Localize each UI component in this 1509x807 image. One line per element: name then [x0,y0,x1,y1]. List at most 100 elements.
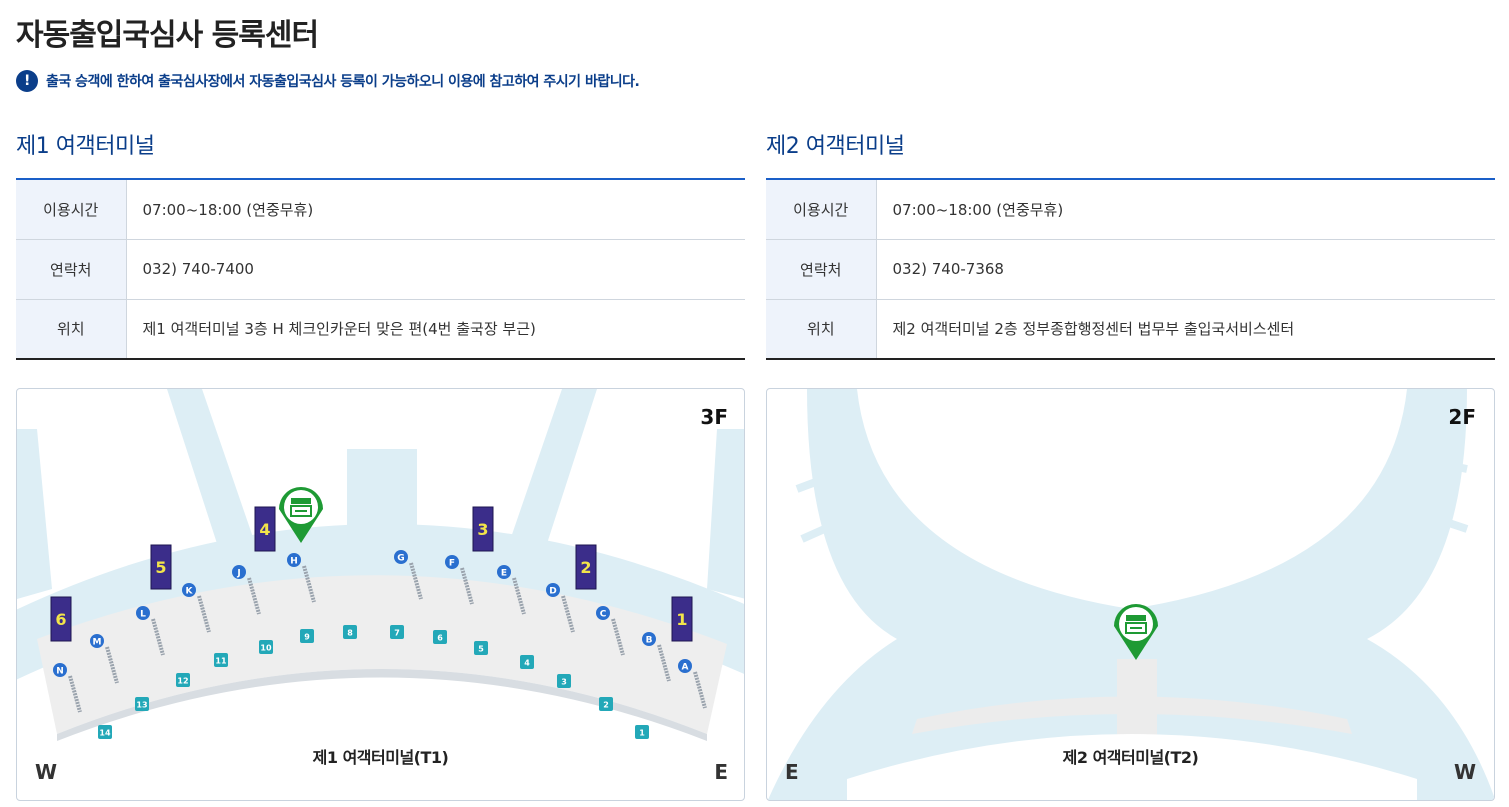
svg-text:9: 9 [304,633,310,642]
row-value: 제1 여객터미널 3층 H 체크인카운터 맞은 편(4번 출국장 부근) [142,320,536,339]
gate-number: 5 [155,558,166,577]
departure-gate-5: 5 [150,544,172,590]
row-label: 연락처 [16,239,127,300]
svg-text:J: J [236,569,240,579]
table-row: 이용시간 07:00~18:00 (연중무휴) [766,179,1495,240]
floor-label: 3F [700,405,728,429]
door-2: 2 [599,697,613,711]
svg-text:K: K [186,587,194,597]
terminal2-info-table: 이용시간 07:00~18:00 (연중무휴) 연락처 032) 740-736… [766,178,1495,360]
counter-G: G [394,550,423,600]
svg-text:H: H [290,557,298,567]
departure-gate-2: 2 [575,544,597,590]
door-5: 5 [474,641,488,655]
west-label: W [1453,760,1476,784]
departure-gate-1: 1 [671,596,693,642]
row-label: 위치 [766,299,877,359]
gate-number: 1 [676,610,687,629]
table-row: 연락처 032) 740-7400 [16,239,745,300]
counter-A: A [678,659,707,709]
table-row: 연락처 032) 740-7368 [766,239,1495,300]
table-row: 이용시간 07:00~18:00 (연중무휴) [16,179,745,240]
door-13: 13 [135,697,149,711]
counter-N: N [53,663,82,713]
kiosk-icon [279,487,323,543]
counter-B: B [642,632,671,682]
svg-text:B: B [646,636,653,646]
east-label: E [785,760,799,784]
door-1: 1 [635,725,649,739]
door-7: 7 [390,625,404,639]
row-value: 032) 740-7368 [876,239,1495,300]
door-12: 12 [176,673,190,687]
counter-K: K [182,583,211,633]
west-label: W [35,760,58,784]
counter-C: C [596,606,625,656]
table-row: 위치 제2 여객터미널 2층 정부종합행정센터 법무부 출입국서비스센터 [766,299,1495,359]
departure-gate-4: 4 [254,506,276,552]
svg-text:14: 14 [99,729,111,738]
svg-text:N: N [56,667,64,677]
svg-text:11: 11 [215,657,227,666]
door-11: 11 [214,653,228,667]
kiosk-icon [1114,604,1158,660]
door-4: 4 [520,655,534,669]
svg-text:13: 13 [136,701,147,710]
row-label: 이용시간 [766,179,877,240]
svg-text:C: C [600,610,607,620]
page-title: 자동출입국심사 등록센터 [16,18,319,53]
door-3: 3 [557,674,571,688]
exclamation-icon: ! [16,70,38,92]
terminal2-section: 제2 여객터미널 이용시간 07:00~18:00 (연중무휴) 연락처 032… [766,128,1495,360]
map-caption: 제2 여객터미널(T2) [1062,748,1199,767]
departure-gate-6: 6 [50,596,72,642]
row-value: 07:00~18:00 (연중무휴) [126,179,745,240]
door-10: 10 [259,640,273,654]
counter-H: H [287,553,316,603]
svg-text:6: 6 [437,634,443,643]
terminal2-title: 제2 여객터미널 [766,134,905,159]
departure-gate-3: 3 [472,506,494,552]
svg-text:2: 2 [603,701,609,710]
gate-number: 3 [477,520,488,539]
gate-number: 4 [259,520,270,539]
row-value: 07:00~18:00 (연중무휴) [876,179,1495,240]
row-value: 032) 740-7400 [126,239,745,300]
notice-text: 출국 승객에 한하여 출국심사장에서 자동출입국심사 등록이 가능하오니 이용에… [46,74,640,90]
svg-text:4: 4 [524,659,530,668]
table-row: 위치 제1 여객터미널 3층 H 체크인카운터 맞은 편(4번 출국장 부근) [16,299,745,359]
svg-text:D: D [549,587,556,597]
svg-text:F: F [449,559,455,569]
svg-text:3: 3 [561,678,567,687]
terminal1-info-table: 이용시간 07:00~18:00 (연중무휴) 연락처 032) 740-740… [16,178,745,360]
terminal1-title: 제1 여객터미널 [16,134,155,159]
notice: ! 출국 승객에 한하여 출국심사장에서 자동출입국심사 등록이 가능하오니 이… [16,70,640,92]
terminal2-map: 2F E W 제2 여객터미널(T2) [766,388,1495,801]
svg-text:E: E [501,569,507,579]
counter-M: M [90,634,119,684]
counter-L: L [136,606,165,656]
row-label: 위치 [16,299,127,359]
row-label: 연락처 [766,239,877,300]
door-9: 9 [300,629,314,643]
east-label: E [714,760,728,784]
counter-F: F [445,555,474,605]
door-8: 8 [343,625,357,639]
row-label: 이용시간 [16,179,127,240]
svg-text:1: 1 [639,729,645,738]
svg-text:M: M [93,638,102,648]
svg-text:L: L [140,610,146,620]
gate-number: 6 [55,610,66,629]
svg-text:10: 10 [260,644,272,653]
terminal2-map-drawing [767,389,1494,800]
svg-text:12: 12 [177,677,188,686]
counter-J: J [232,565,261,615]
gate-number: 2 [580,558,591,577]
door-14: 14 [98,725,112,739]
floor-label: 2F [1448,405,1476,429]
row-value: 제2 여객터미널 2층 정부종합행정센터 법무부 출입국서비스센터 [892,320,1295,339]
terminal1-section: 제1 여객터미널 이용시간 07:00~18:00 (연중무휴) 연락처 032… [16,128,745,360]
svg-text:A: A [682,663,689,673]
map-caption: 제1 여객터미널(T1) [312,748,449,767]
